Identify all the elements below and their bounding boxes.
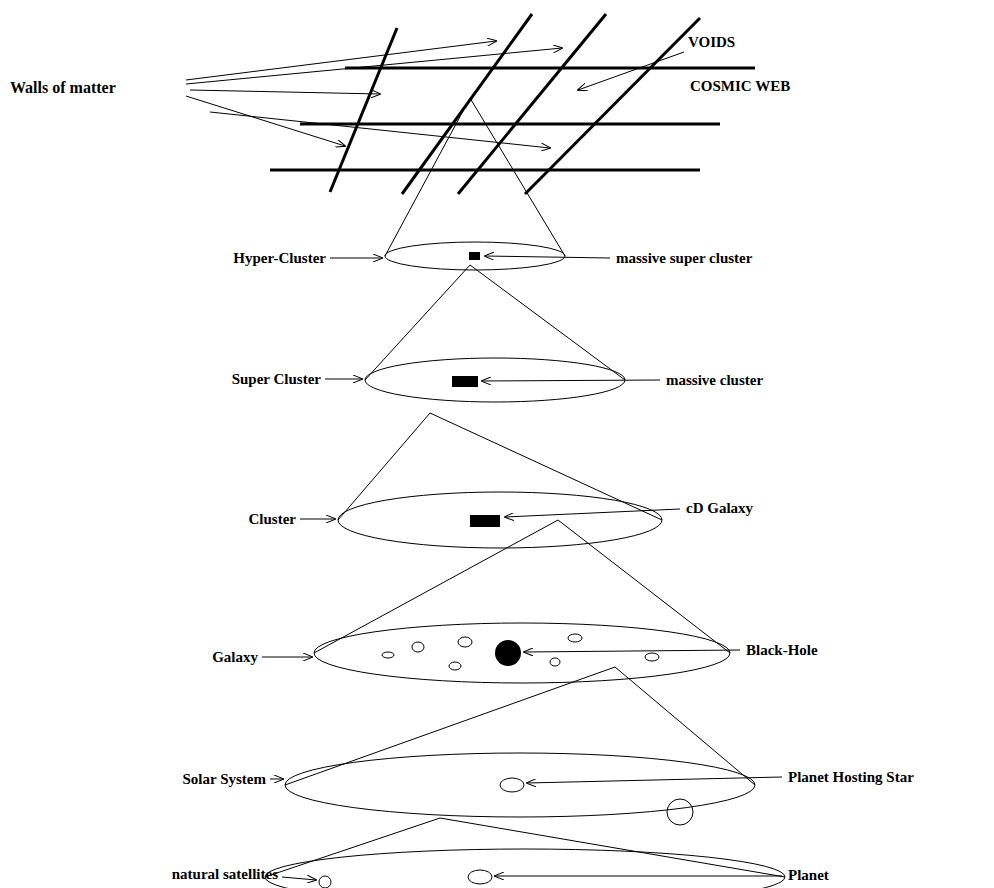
core-label: Planet [788,866,829,884]
level-label: Solar System [183,770,266,788]
level-label: Super Cluster [232,370,321,388]
core-label: massive super cluster [616,249,752,267]
level-label: natural satellites [172,865,278,883]
walls-label: Walls of matter [10,79,116,97]
level-label: Galaxy [212,648,258,666]
level-label: Hyper-Cluster [233,249,326,267]
web-label: COSMIC WEB [690,77,790,95]
core-label: massive cluster [666,371,763,389]
voids-label: VOIDS [688,33,735,51]
core-label: cD Galaxy [686,499,753,517]
core-label: Black-Hole [746,641,818,659]
level-label: Cluster [249,510,297,528]
core-label: Planet Hosting Star [788,768,914,786]
